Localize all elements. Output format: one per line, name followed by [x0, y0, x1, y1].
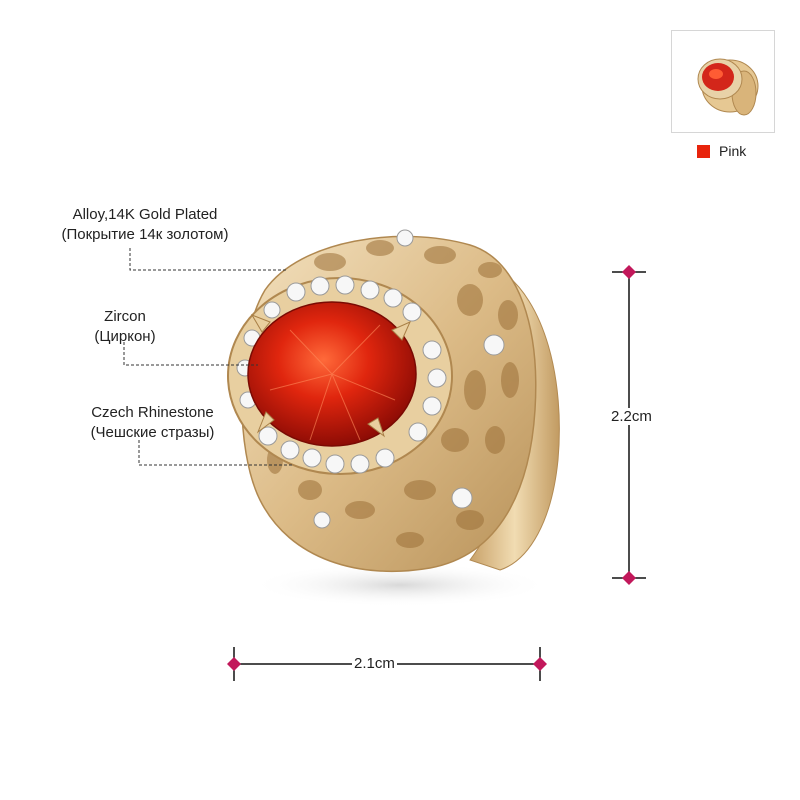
rhinestone-label-ru: (Чешские стразы) — [90, 424, 215, 441]
width-left-marker — [227, 657, 241, 671]
height-bottom-marker — [622, 571, 636, 585]
width-label: 2.1cm — [352, 655, 397, 672]
rhinestone-label-en: Czech Rhinestone — [91, 404, 214, 421]
zircon-label-en: Zircon — [104, 308, 146, 325]
ring-shadow — [250, 563, 550, 607]
width-right-marker — [533, 657, 547, 671]
color-variant-thumbnail[interactable] — [671, 30, 775, 133]
height-dimension — [612, 265, 646, 585]
filigree-pattern — [267, 240, 519, 548]
callout-lines — [123, 248, 292, 466]
color-label: Pink — [719, 143, 747, 159]
material-callout: Alloy,14K Gold Plated (Покрытие 14к золо… — [45, 205, 245, 245]
height-label: 2.2cm — [609, 408, 654, 425]
rhinestone-callout: Czech Rhinestone (Чешские стразы) — [70, 403, 235, 443]
color-swatch — [697, 144, 710, 158]
zircon-label-ru: (Циркон) — [94, 328, 156, 345]
gem-facets — [269, 324, 396, 441]
material-label-ru: (Покрытие 14к золотом) — [61, 226, 229, 243]
zircon-callout: Zircon (Циркон) — [70, 307, 180, 347]
color-option-row[interactable]: Pink — [697, 142, 746, 160]
prongs — [250, 314, 411, 438]
height-top-marker — [622, 265, 636, 279]
thumbnail-ring-icon — [697, 58, 759, 116]
material-label-en: Alloy,14K Gold Plated — [72, 206, 218, 223]
